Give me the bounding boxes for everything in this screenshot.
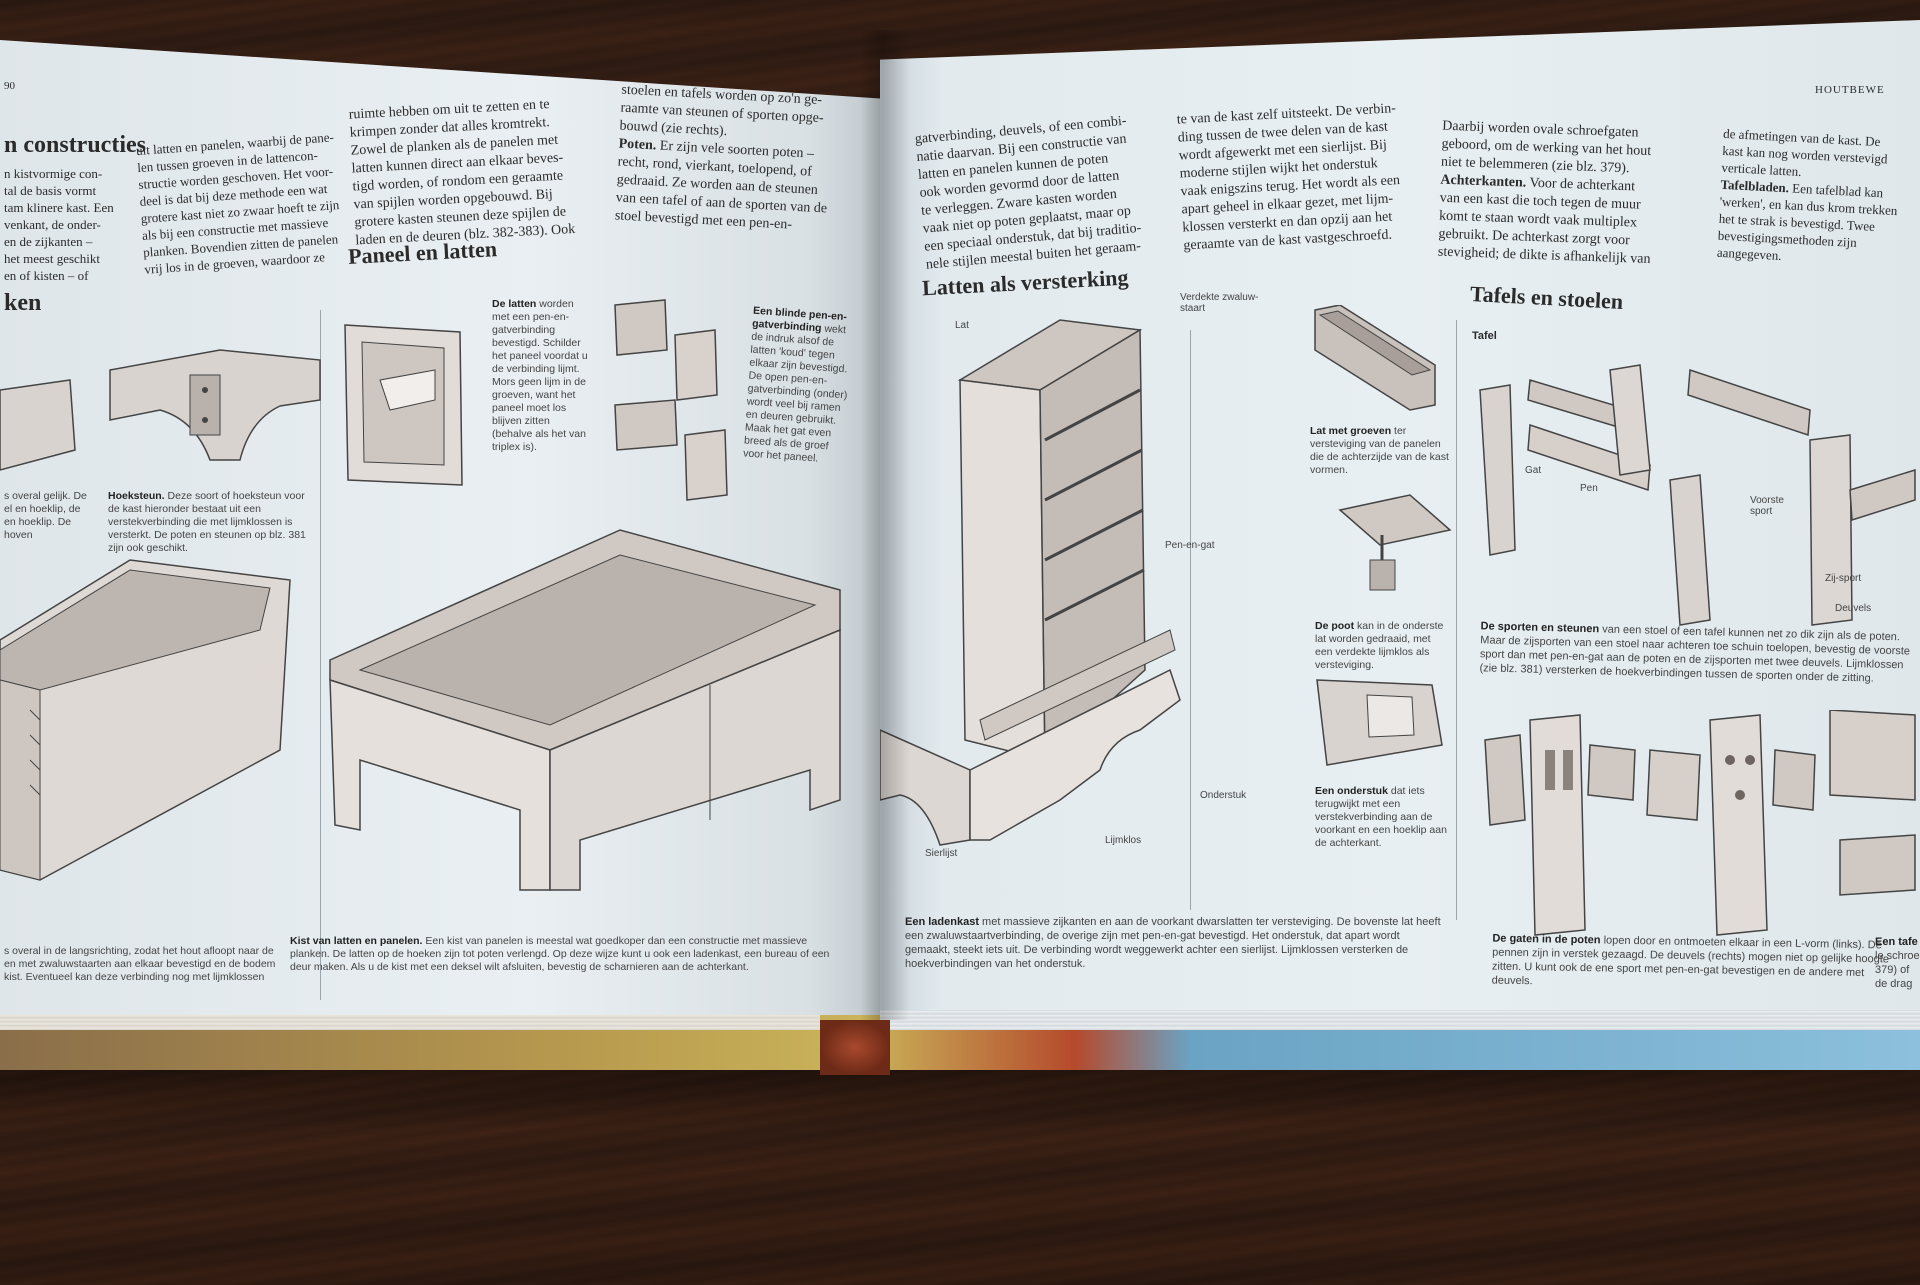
- label-sierlijst: Sierlijst: [925, 848, 958, 859]
- kist-caption-text: Een kist van panelen is meestal wat goed…: [290, 935, 830, 973]
- latten-caption-text: worden met een pen-en-gatverbinding beve…: [492, 298, 588, 453]
- right-column-rule-2: [1456, 320, 1457, 920]
- left-col4-text: stoelen en tafels worden op zo'n ge- raa…: [614, 82, 871, 239]
- right-column-rule: [1190, 330, 1191, 910]
- gaten-caption-title: De gaten in de poten: [1492, 932, 1601, 947]
- label-onderstuk: Onderstuk: [1200, 790, 1247, 801]
- tafel-label: Tafel: [1472, 330, 1497, 342]
- right-col4-text: de afmetingen van de kast. De kast kan n…: [1717, 125, 1920, 271]
- sporten-caption: De sporten en steunen van een stoel of e…: [1479, 619, 1920, 686]
- right-page: HOUTBEWE gatverbinding, deuvels, of een …: [880, 20, 1920, 1010]
- label-pen: Pen: [1580, 483, 1598, 494]
- screw-leg-drawing: [1338, 494, 1452, 591]
- latten-caption: De latten worden met een pen-en-gatverbi…: [492, 298, 592, 454]
- achterkanten-title: Achterkanten.: [1440, 172, 1527, 191]
- label-voorste-sport: Voorste sport: [1750, 495, 1784, 517]
- hoeksteun-text: Deze soort of hoeksteun voor de kast hie…: [108, 490, 306, 554]
- onderstuk-caption-title: Een onderstuk: [1315, 785, 1388, 797]
- book-spine: [820, 1020, 890, 1075]
- onderstuk-caption-text: dat iets terugwijkt met een verstekverbi…: [1315, 785, 1447, 849]
- left-page: 90 n constructies ken n kistvormige con-…: [0, 40, 880, 1015]
- groeven-caption-title: Lat met groeven: [1310, 425, 1392, 437]
- groeven-caption: Lat met groeven ter versteviging van de …: [1310, 425, 1450, 477]
- label-pen-en-gat: Pen-en-gat: [1165, 540, 1215, 551]
- achterkanten-text: Voor de achterkant van een kast die toch…: [1437, 175, 1651, 268]
- blind-joint-text: wekt de indruk alsof de latten 'koud' te…: [742, 322, 848, 465]
- box-corner-drawing: [0, 379, 76, 471]
- plinth-drawing: [1316, 679, 1443, 766]
- book-gutter-shadow: [860, 30, 910, 1020]
- groeven-caption-text: ter versteviging van de panelen die de a…: [1310, 425, 1449, 476]
- tafel-small-caption: Een tafe le schroe 379) of de drag: [1875, 935, 1920, 991]
- latten-caption-title: De latten: [492, 298, 537, 310]
- tafels-heading: Tafels en stoelen: [1469, 281, 1624, 314]
- left-col1-text: n kistvormige con- tal de basis vormt ta…: [4, 166, 114, 283]
- corner-bracket-drawing: [109, 349, 321, 461]
- mortise-joint-drawing: [614, 299, 728, 501]
- right-col3-text: Daarbij worden ovale schroefgaten geboor…: [1438, 118, 1693, 271]
- label-lat: Lat: [955, 320, 969, 331]
- poot-caption-text: kan in de onderste lat worden gedraaid, …: [1315, 620, 1444, 671]
- panel-frame-drawing: [344, 324, 463, 486]
- running-head: HOUTBEWE: [1815, 84, 1885, 96]
- label-deuvels: Deuvels: [1835, 603, 1872, 614]
- left-col3-text: ruimte hebben om uit te zetten en te kri…: [348, 97, 576, 249]
- sporten-caption-title: De sporten en steunen: [1480, 620, 1600, 636]
- dovetail-chest-drawing: [0, 559, 291, 881]
- right-col2-text: te van de kast zelf uitsteekt. De verbin…: [1176, 101, 1401, 254]
- right-col1-text: gatverbinding, deuvels, of een combi- na…: [914, 113, 1142, 273]
- col3-intro: Daarbij worden ovale schroefgaten geboor…: [1440, 118, 1652, 177]
- hoeksteun-caption: Hoeksteun. Deze soort of hoeksteun voor …: [108, 490, 318, 555]
- column-rule: [320, 310, 321, 1000]
- tafel-small-text: le schroe 379) of de drag: [1875, 950, 1920, 990]
- ladenkast-caption-text: met massieve zijkanten en aan de voorkan…: [905, 916, 1441, 970]
- tafel-small-title: Een tafe: [1875, 936, 1918, 948]
- bottom-left-caption: s overal in de langsrichting, zodat het …: [4, 945, 276, 983]
- label-verdekte-zwaluwstaart: Verdekte zwaluw- staart: [1180, 292, 1259, 314]
- poot-caption-title: De poot: [1315, 620, 1355, 632]
- ladenkast-caption-title: Een ladenkast: [905, 916, 979, 928]
- left-col2-text: uit latten en panelen, waarbij de pane- …: [135, 129, 340, 277]
- onderstuk-caption: Een onderstuk dat iets terugwijkt met ee…: [1315, 785, 1450, 850]
- poot-caption: De poot kan in de onderste lat worden ge…: [1315, 620, 1450, 672]
- blind-joint-caption: Een blinde pen-en-gatverbinding wekt de …: [743, 305, 854, 468]
- gaten-caption: De gaten in de poten lopen door en ontmo…: [1492, 932, 1893, 995]
- poten-title: Poten.: [618, 136, 657, 154]
- label-zij-sport: Zij-sport: [1825, 573, 1862, 584]
- label-gat: Gat: [1525, 465, 1542, 476]
- tafelbladen-title: Tafelbladen.: [1720, 176, 1790, 196]
- kist-caption-title: Kist van latten en panelen.: [290, 935, 423, 947]
- page-number: 90: [4, 80, 15, 92]
- table-joint-drawing: [1479, 364, 1916, 626]
- sub-heading-left: ken: [4, 290, 42, 316]
- kist-caption: Kist van latten en panelen. Een kist van…: [290, 935, 830, 974]
- section-heading: n constructies: [4, 132, 146, 158]
- leg-mortise-drawing: [1484, 710, 1916, 936]
- ladenkast-caption: Een ladenkast met massieve zijkanten en …: [905, 915, 1445, 971]
- bookcase-drawing: [880, 319, 1181, 846]
- hoeksteun-title: Hoeksteun.: [108, 490, 165, 502]
- col4-intro-right: de afmetingen van de kast. De kast kan n…: [1721, 125, 1888, 179]
- panel-chest-drawing: [329, 529, 841, 891]
- left-small-caption: s overal gelijk. De el en hoeklip, de en…: [4, 490, 87, 541]
- label-lijmklos: Lijmklos: [1105, 835, 1142, 846]
- groove-rail-drawing: [1314, 305, 1436, 411]
